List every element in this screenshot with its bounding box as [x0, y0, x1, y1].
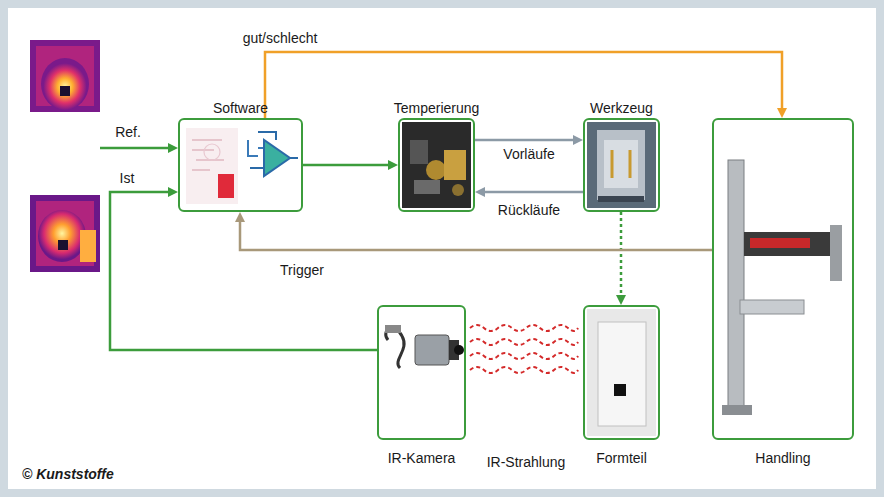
thermal-image-ist	[30, 195, 100, 272]
part-photo	[587, 309, 656, 436]
handling-robot-picture	[722, 160, 842, 415]
box-heading: Werkzeug	[590, 100, 653, 116]
box-heading: Software	[213, 100, 268, 116]
connector-label: Trigger	[278, 262, 326, 278]
connector-label: Rückläufe	[496, 202, 562, 218]
radiation-label: IR-Strahlung	[485, 454, 568, 470]
software-screenshot	[186, 128, 298, 204]
signal-label: Ref.	[113, 124, 143, 140]
connector-arrow	[616, 212, 626, 305]
handling-box: Handling	[712, 118, 854, 440]
connector-label: Vorläufe	[501, 146, 556, 162]
mould-photo	[587, 122, 656, 208]
copyright-note: © Kunststoffe	[22, 466, 114, 482]
software-box: Software	[178, 118, 303, 212]
connector-label: Ist	[118, 170, 137, 186]
connector-arrow	[303, 160, 398, 170]
connector-label: gut/schlecht	[241, 30, 320, 46]
temperature-unit-box: Temperierung	[398, 118, 475, 212]
frame	[4, 4, 880, 493]
ir-radiation-waves	[470, 325, 578, 373]
connector-arrow	[475, 187, 583, 197]
mould-box: Werkzeug	[583, 118, 660, 212]
ir-camera-box: IR-Kamera	[377, 305, 466, 440]
ir-camera-picture	[385, 325, 464, 368]
ref-arrowhead	[168, 143, 178, 153]
box-heading: Handling	[755, 450, 810, 466]
box-heading: Formteil	[596, 450, 647, 466]
part-box: Formteil	[583, 305, 660, 440]
connector-arrow	[475, 135, 583, 145]
connector-arrow	[235, 212, 712, 250]
ref-arrow	[100, 147, 169, 150]
box-heading: Temperierung	[394, 100, 480, 116]
connector-arrow	[265, 52, 787, 118]
thermal-image-ref	[30, 40, 100, 112]
box-heading: IR-Kamera	[388, 450, 456, 466]
temperature-unit-photo	[402, 122, 471, 208]
